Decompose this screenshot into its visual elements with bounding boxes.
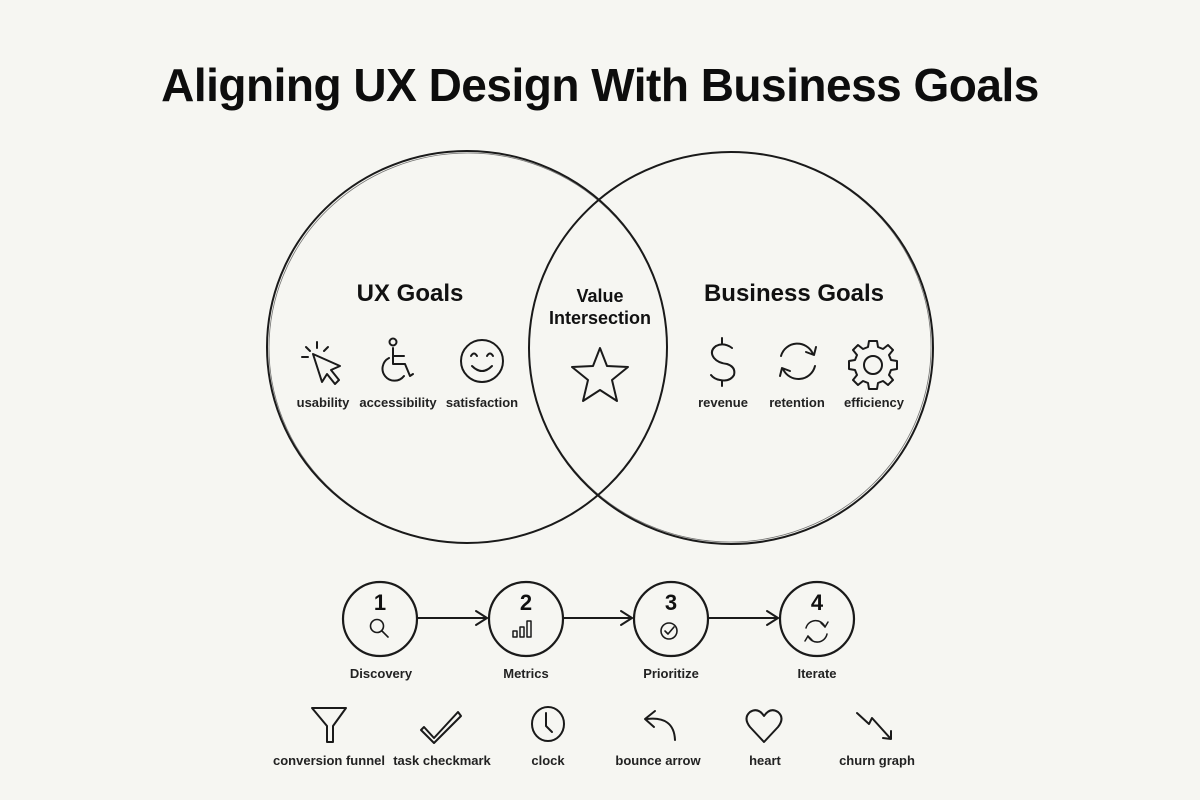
checkmark-icon (420, 711, 462, 744)
smiley-face-icon (460, 339, 504, 383)
cursor-click-icon (301, 341, 341, 385)
step-4-circle (778, 580, 856, 658)
clock-icon (531, 706, 565, 742)
arrow-1-to-2 (417, 610, 488, 626)
star-icon (571, 347, 629, 402)
ux-goals-heading: UX Goals (356, 280, 464, 307)
metric-label-clock: clock (531, 753, 565, 768)
step-1-circle (341, 580, 419, 658)
item-label-retention: retention (769, 395, 825, 410)
wheelchair-icon (381, 337, 414, 382)
refresh-cycle-icon (779, 342, 817, 380)
check-circle-icon (660, 622, 678, 640)
metric-label-heart: heart (749, 753, 781, 768)
metric-label-bounce-arrow: bounce arrow (615, 753, 701, 768)
bar-chart-icon (512, 620, 532, 638)
arrow-2-to-3 (563, 610, 633, 626)
dollar-sign-icon (710, 337, 736, 387)
step-2-label: Metrics (503, 666, 549, 681)
arrow-3-to-4 (708, 610, 779, 626)
intersection-heading-line1: Value (576, 286, 624, 306)
refresh-cycle-icon (804, 619, 829, 643)
item-label-accessibility: accessibility (359, 395, 437, 410)
item-label-efficiency: efficiency (844, 395, 904, 410)
gear-icon (848, 340, 898, 390)
intersection-heading-line2: Intersection (548, 308, 652, 328)
step-4-number: 4 (810, 590, 824, 615)
heart-icon (745, 709, 783, 743)
metric-label-task-checkmark: task checkmark (393, 753, 491, 768)
step-2-number: 2 (519, 590, 533, 615)
page-title: Aligning UX Design With Business Goals (161, 59, 1039, 111)
step-3-circle (632, 580, 710, 658)
item-label-usability: usability (296, 395, 350, 410)
bounce-arrow-icon (644, 710, 676, 741)
step-3-label: Prioritize (643, 666, 699, 681)
step-2-circle (487, 580, 565, 658)
magnifier-icon (369, 618, 389, 638)
churn-graph-icon (856, 712, 892, 740)
metric-label-conversion-funnel: conversion funnel (273, 753, 385, 768)
step-1-number: 1 (373, 590, 387, 615)
step-3-number: 3 (664, 590, 678, 615)
business-goals-heading: Business Goals (703, 280, 885, 307)
step-1-label: Discovery (349, 666, 413, 681)
metric-label-churn-graph: churn graph (839, 753, 915, 768)
value-intersection-heading: Value Intersection (549, 285, 651, 329)
item-label-satisfaction: satisfaction (445, 395, 519, 410)
step-4-label: Iterate (797, 666, 837, 681)
item-label-revenue: revenue (698, 395, 748, 410)
funnel-icon (311, 707, 347, 743)
